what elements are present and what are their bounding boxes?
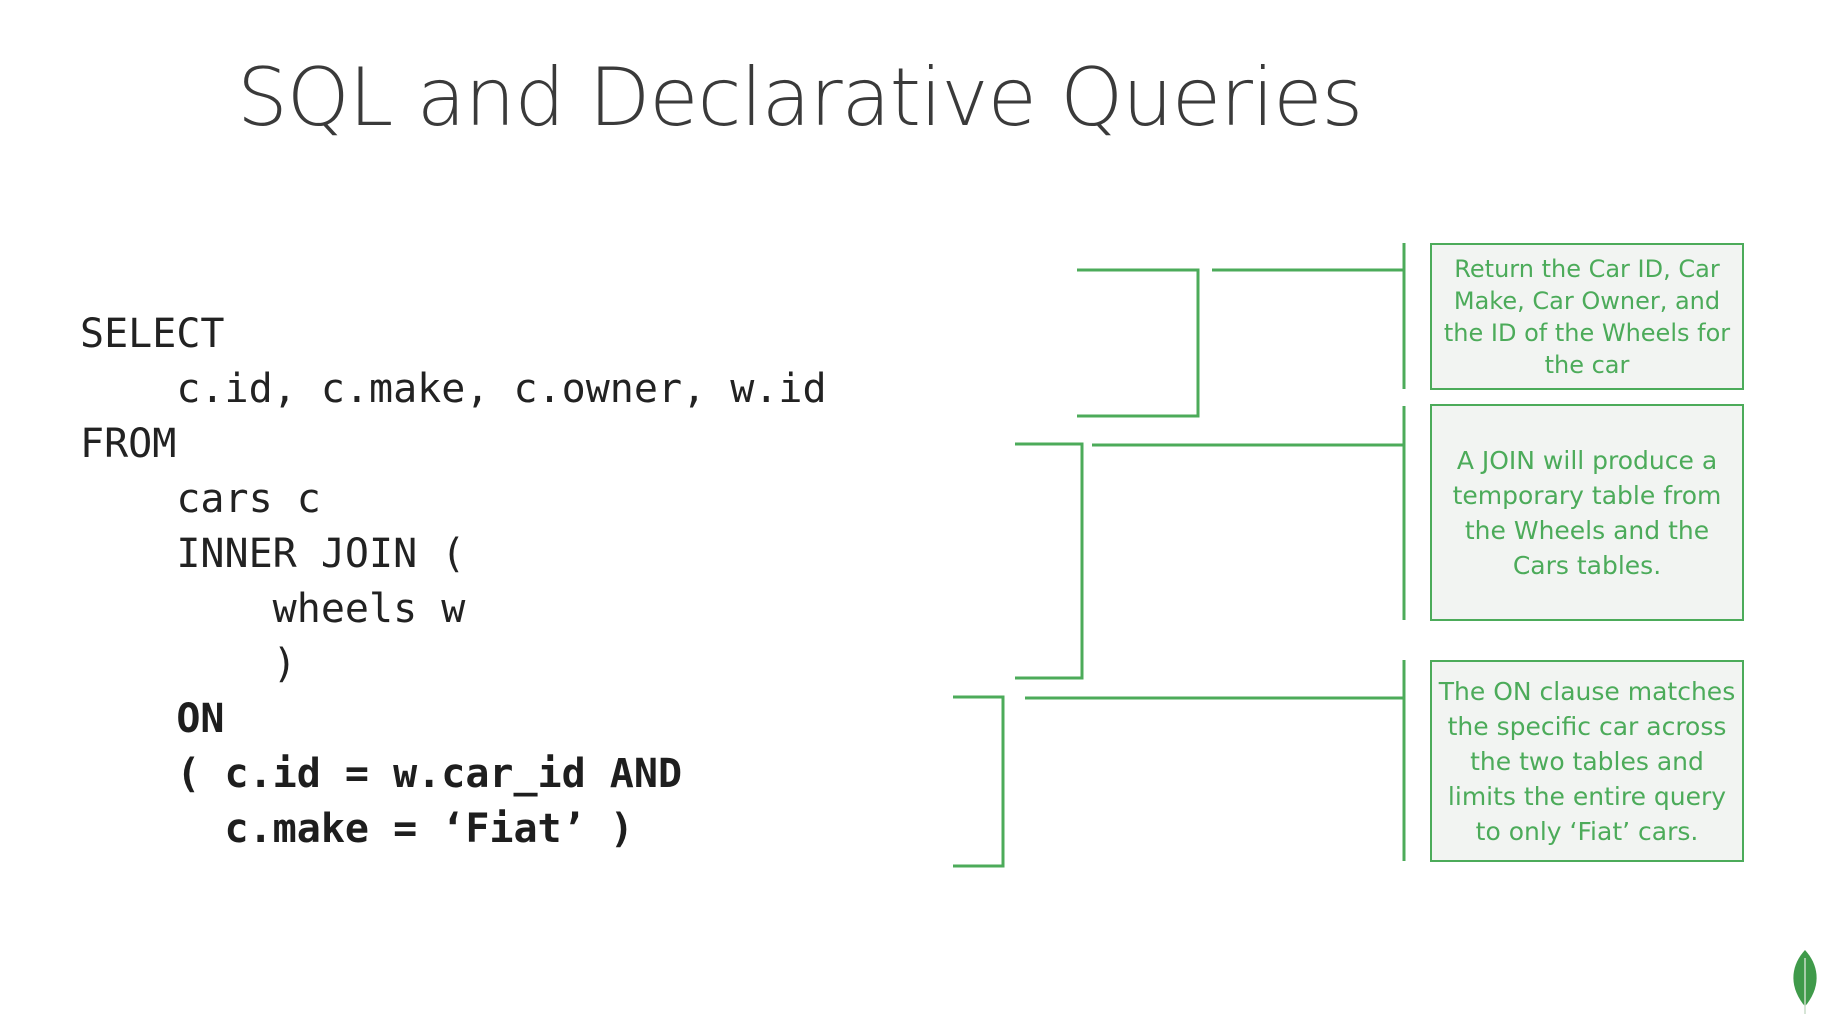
leaf-icon — [1793, 950, 1817, 1014]
sql-code-block: SELECT c.id, c.make, c.owner, w.id FROM … — [80, 0, 827, 849]
code-line: SELECT — [80, 311, 225, 357]
code-line: ( c.id = w.car_id AND — [80, 751, 683, 797]
bracket-on — [953, 695, 1005, 868]
bracket-join — [1015, 442, 1084, 680]
code-line: c.make = ‘Fiat’ ) — [80, 806, 634, 852]
code-line: cars c — [80, 476, 321, 522]
code-line: FROM — [80, 421, 177, 467]
code-line: ) — [80, 641, 297, 687]
code-line: ON — [80, 696, 225, 742]
slide-title: SQL and Declarative Queries — [237, 51, 1363, 144]
annotation-select: Return the Car ID, Car Make, Car Owner, … — [1430, 243, 1744, 390]
annotation-join: A JOIN will produce a temporary table fr… — [1430, 404, 1744, 621]
code-line: wheels w — [80, 586, 466, 632]
annotation-on: The ON clause matches the specific car a… — [1430, 660, 1744, 862]
bracket-select — [1077, 268, 1200, 418]
code-line: INNER JOIN ( — [80, 531, 466, 577]
code-line: c.id, c.make, c.owner, w.id — [80, 366, 827, 412]
